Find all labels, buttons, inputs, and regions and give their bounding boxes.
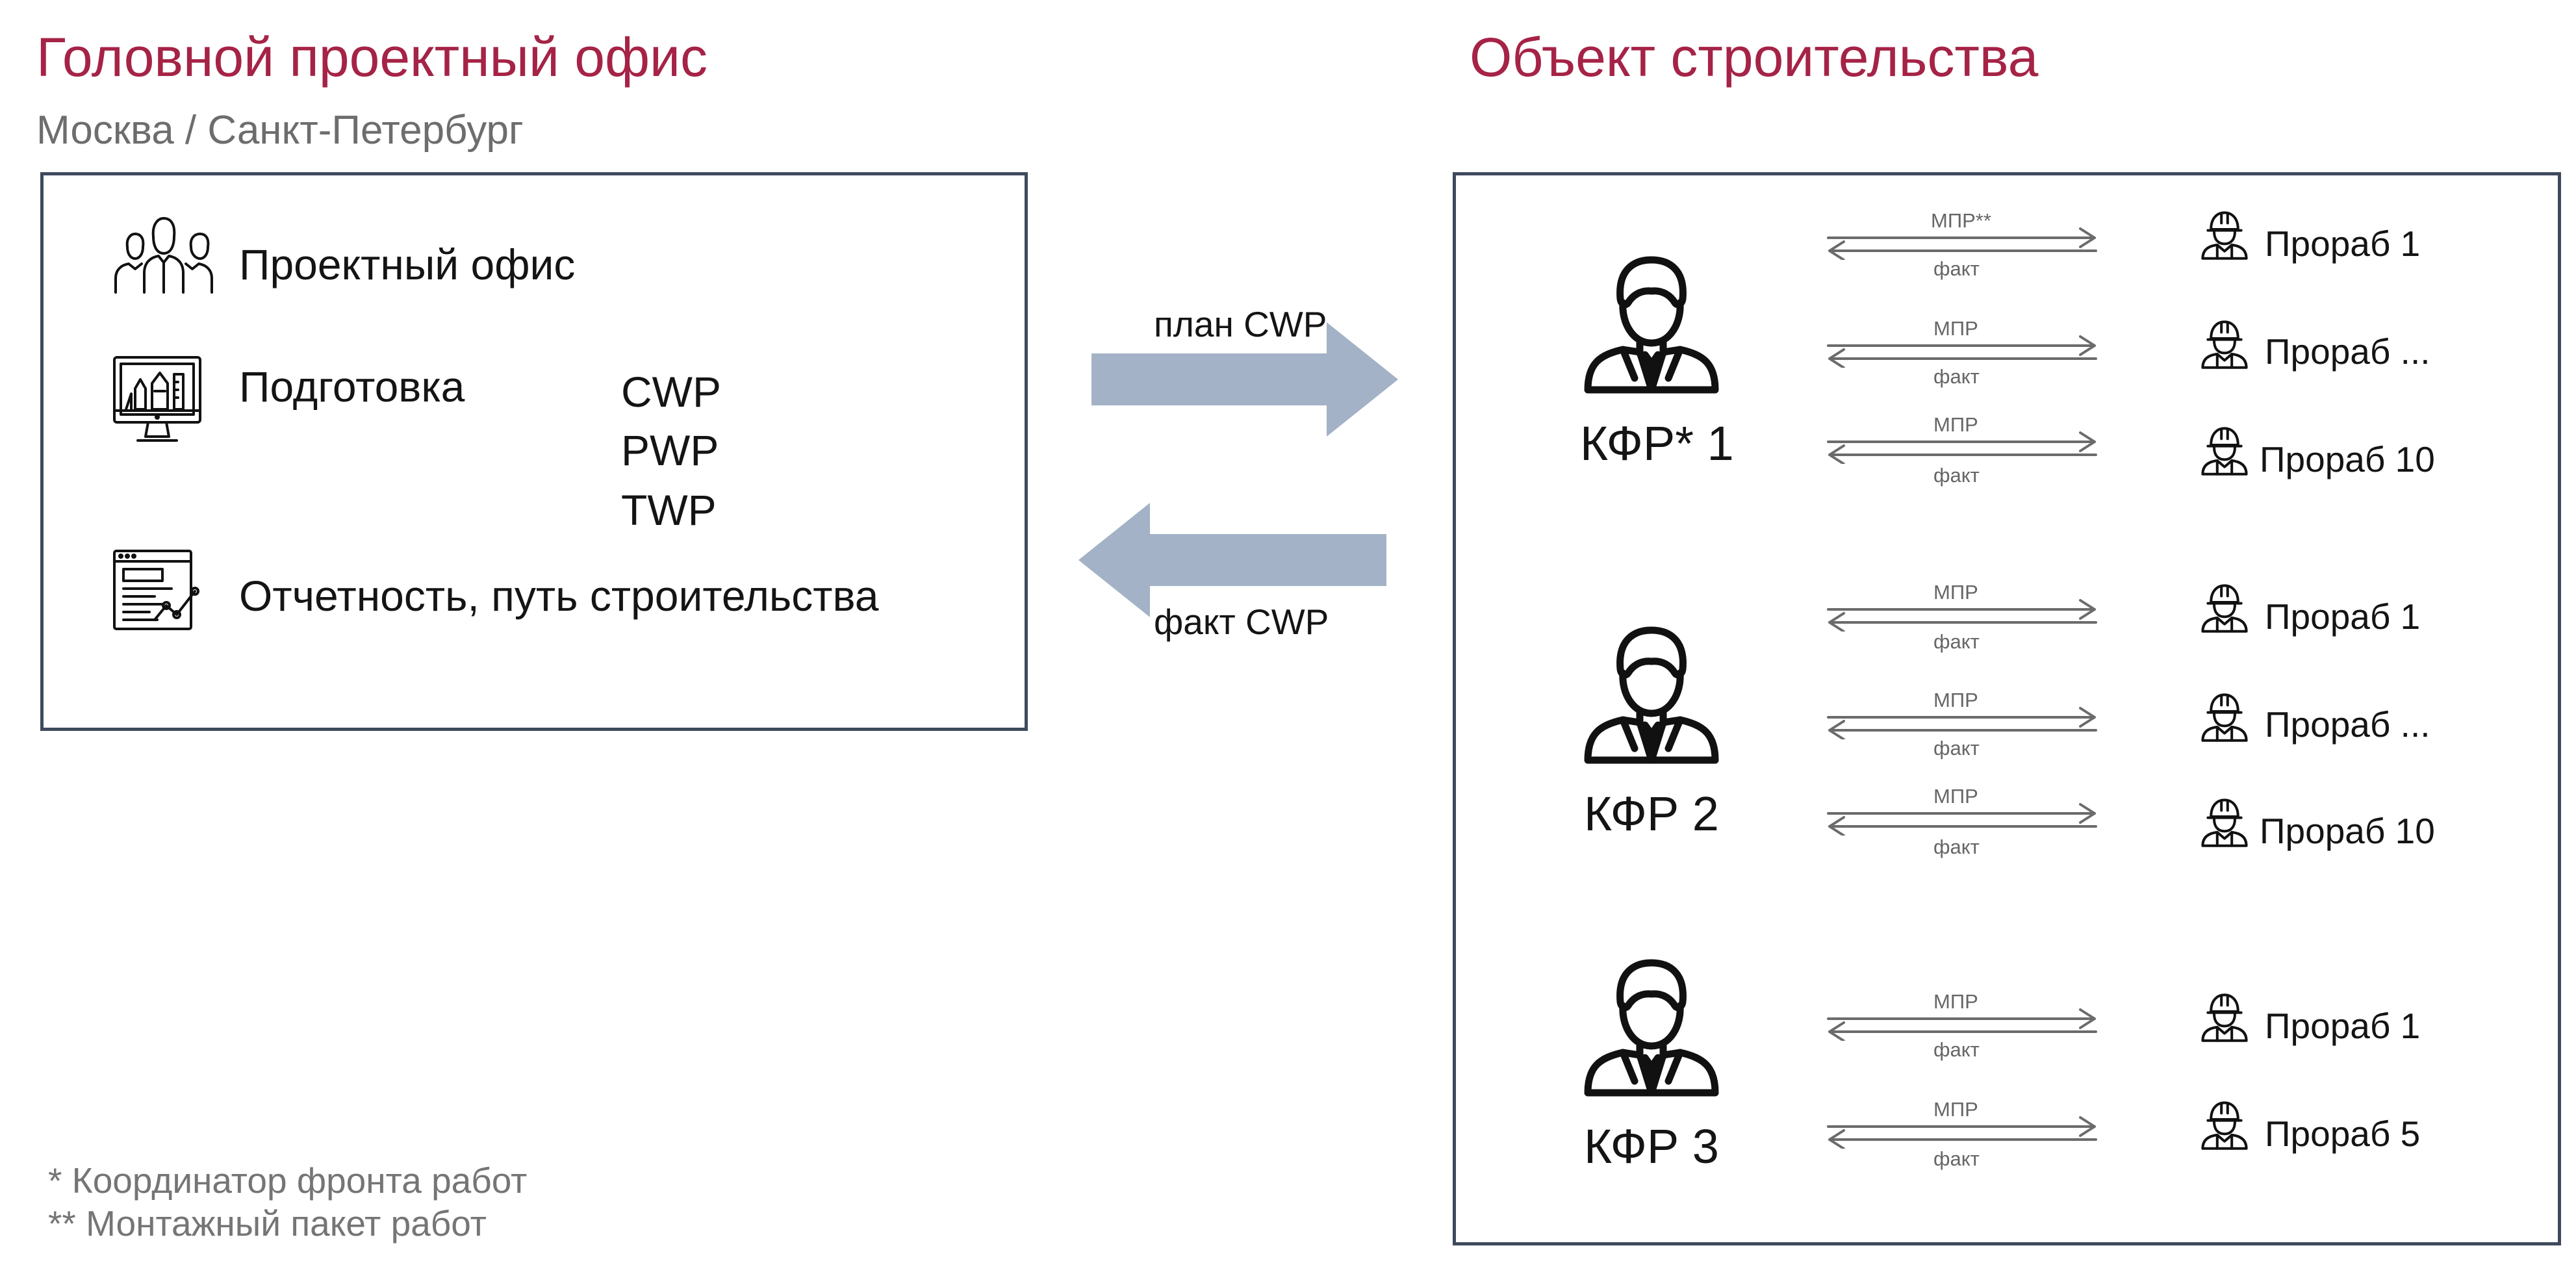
link-2-3-arrow [1826, 803, 2098, 836]
foreman-1-2-label: Прораб ... [2265, 331, 2430, 372]
report-chart-icon [112, 548, 203, 633]
link-3-1-top: МПР [1933, 990, 1978, 1013]
link-3-1-arrow [1826, 1008, 2098, 1041]
manager-3-icon [1580, 954, 1723, 1097]
link-1-2-arrow [1826, 335, 2098, 368]
fact-cwp-label: факт CWP [1154, 602, 1329, 642]
item-reporting: Отчетность, путь строительства [239, 572, 879, 620]
footnote-coordinator: * Координатор фронта работ [48, 1160, 528, 1201]
link-2-1-bottom: факт [1933, 630, 1980, 653]
manager-3-label: КФР 3 [1584, 1119, 1719, 1173]
foreman-3-1-icon [2199, 989, 2251, 1045]
team-icon [112, 216, 216, 294]
link-1-3-top: МПР [1933, 413, 1978, 436]
package-twp: TWP [621, 486, 717, 534]
link-2-3-bottom: факт [1933, 836, 1980, 858]
head-office-subtitle: Москва / Санкт-Петербург [36, 108, 524, 153]
foreman-3-2-icon [2199, 1097, 2251, 1153]
link-1-2-bottom: факт [1933, 365, 1980, 388]
foreman-2-1-label: Прораб 1 [2265, 596, 2421, 637]
foreman-2-2-icon [2199, 689, 2251, 745]
link-3-2-top: МПР [1933, 1098, 1978, 1121]
link-2-2-top: МПР [1933, 689, 1978, 711]
item-project-office: Проектный офис [239, 240, 576, 288]
link-2-2-bottom: факт [1933, 737, 1980, 759]
foreman-2-3-icon [2199, 794, 2251, 850]
link-3-1-bottom: факт [1933, 1038, 1980, 1061]
link-1-2-top: МПР [1933, 317, 1978, 340]
package-cwp: CWP [621, 368, 721, 416]
link-2-3-top: МПР [1933, 785, 1978, 808]
manager-2-label: КФР 2 [1584, 787, 1719, 841]
design-monitor-icon [112, 355, 203, 446]
foreman-2-2-label: Прораб ... [2265, 704, 2430, 745]
site-title: Объект строительства [1470, 27, 2039, 88]
foreman-3-2-label: Прораб 5 [2265, 1114, 2421, 1154]
link-3-2-bottom: факт [1933, 1147, 1980, 1170]
foreman-1-3-icon [2199, 422, 2251, 478]
foreman-2-3-label: Прораб 10 [2260, 811, 2435, 851]
link-2-1-arrow [1826, 599, 2098, 632]
link-1-1-top: МПР** [1931, 209, 1991, 232]
manager-1-icon [1580, 251, 1723, 394]
link-2-1-top: МПР [1933, 581, 1978, 604]
package-pwp: PWP [621, 426, 719, 474]
link-1-1-arrow [1826, 227, 2098, 260]
manager-2-icon [1580, 621, 1723, 764]
manager-1-label: КФР* 1 [1580, 416, 1734, 470]
link-2-2-arrow [1826, 707, 2098, 739]
link-1-3-arrow [1826, 431, 2098, 464]
fact-arrow [1078, 503, 1386, 617]
link-1-1-bottom: факт [1933, 257, 1980, 280]
footnote-package: ** Монтажный пакет работ [48, 1203, 487, 1244]
link-3-2-arrow [1826, 1116, 2098, 1149]
foreman-1-3-label: Прораб 10 [2260, 439, 2435, 479]
item-preparation: Подготовка [239, 363, 465, 411]
plan-cwp-label: план CWP [1154, 304, 1327, 344]
foreman-1-2-icon [2199, 316, 2251, 372]
foreman-3-1-label: Прораб 1 [2265, 1006, 2421, 1046]
foreman-1-1-icon [2199, 207, 2251, 262]
foreman-2-1-icon [2199, 580, 2251, 635]
link-1-3-bottom: факт [1933, 464, 1980, 487]
plan-arrow [1091, 322, 1398, 437]
foreman-1-1-label: Прораб 1 [2265, 223, 2421, 264]
head-office-title: Головной проектный офис [36, 27, 708, 88]
